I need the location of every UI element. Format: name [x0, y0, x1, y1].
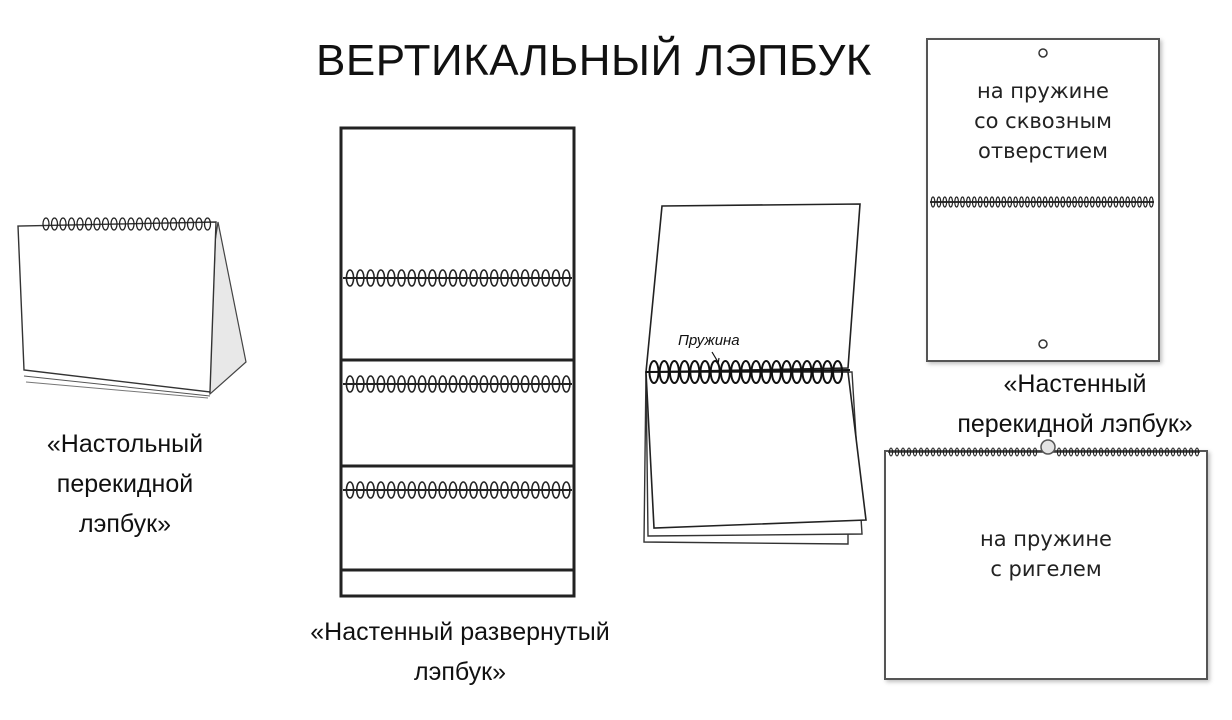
- wall-spring-rigel-panel: на пружине с ригелем: [884, 450, 1208, 680]
- caption-line: лэпбук»: [414, 658, 506, 686]
- open-spring-book-drawing: [643, 203, 867, 545]
- spring-panel-line: на пружине: [977, 79, 1109, 103]
- wall-spring-through-hole-panel: на пружине со сквозным отверстием: [926, 38, 1160, 362]
- desk-flip-caption: «Настольный перекидной лэпбук»: [20, 424, 230, 544]
- rigel-panel-line: на пружине: [980, 527, 1112, 551]
- spring-panel-line: со сквозным: [974, 109, 1112, 133]
- diagram-title: ВЕРТИКАЛЬНЫЙ ЛЭПБУК: [316, 36, 872, 85]
- wall-flip-caption: «Настенный перекидной лэпбук»: [940, 364, 1210, 444]
- spring-label: Пружина: [678, 332, 740, 349]
- caption-line: лэпбук»: [79, 510, 171, 538]
- rigel-panel-text: на пружине с ригелем: [886, 524, 1206, 584]
- caption-line: «Настенный развернутый: [310, 618, 610, 646]
- caption-line: «Настенный: [1003, 370, 1147, 398]
- rigel-panel-line: с ригелем: [990, 557, 1102, 581]
- wall-open-caption: «Настенный развернутый лэпбук»: [270, 612, 650, 692]
- wall-open-lapbook-drawing: [339, 126, 576, 598]
- caption-line: перекидной лэпбук»: [957, 410, 1193, 438]
- spring-panel-line: отверстием: [978, 139, 1108, 163]
- desk-calendar-drawing: [17, 217, 247, 399]
- spring-panel-text: на пружине со сквозным отверстием: [928, 76, 1158, 166]
- caption-line: «Настольный: [46, 430, 204, 458]
- caption-line: перекидной: [56, 470, 194, 498]
